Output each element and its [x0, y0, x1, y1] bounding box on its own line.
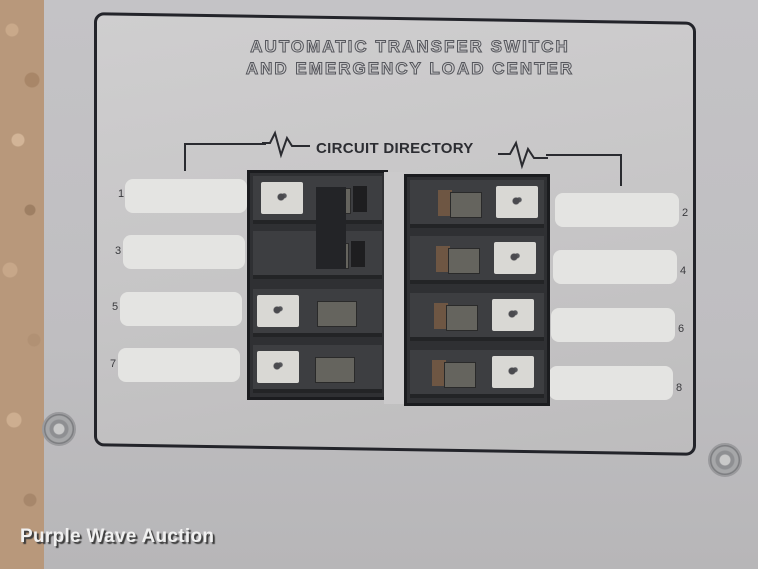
breaker-tag-7 — [257, 351, 299, 383]
circuit-number-2: 2 — [682, 207, 689, 219]
screw-left-icon — [42, 412, 76, 446]
breaker-6 — [410, 293, 544, 341]
resistor-symbol-right-icon — [498, 140, 548, 170]
breaker-tag-6 — [492, 299, 534, 331]
circuit-number-6: 6 — [678, 323, 685, 335]
breaker-bank-left — [247, 170, 388, 400]
circuit-label-4[interactable] — [553, 250, 677, 284]
stucco-wall — [0, 0, 48, 569]
breaker-8 — [410, 350, 544, 398]
breaker-slot-4 — [436, 246, 450, 272]
circuit-label-6[interactable] — [551, 308, 675, 342]
circuit-number-4: 4 — [680, 265, 687, 277]
breaker-slot-8 — [432, 360, 446, 386]
breaker-4 — [410, 236, 544, 284]
directory-bracket-right — [546, 154, 622, 186]
tie-bar — [316, 187, 346, 269]
circuit-label-1[interactable] — [125, 179, 247, 213]
breaker-7 — [253, 345, 382, 393]
breaker-handle-5[interactable] — [317, 301, 357, 327]
circuit-label-8[interactable] — [549, 366, 673, 400]
breaker-tag-8 — [492, 356, 534, 388]
breaker-slot-2 — [438, 190, 452, 216]
screw-right-icon — [708, 443, 742, 477]
breaker-tag-2 — [496, 186, 538, 218]
watermark: Purple Wave Auction — [20, 526, 215, 547]
bank-divider — [384, 172, 406, 404]
breaker-2 — [410, 180, 544, 228]
panel-title: AUTOMATIC TRANSFER SWITCH AND EMERGENCY … — [190, 36, 630, 80]
circuit-number-7: 7 — [110, 358, 117, 370]
breaker-handle-4[interactable] — [448, 248, 480, 274]
breaker-handle-2[interactable] — [450, 192, 482, 218]
circuit-number-5: 5 — [112, 301, 119, 313]
breaker-bank-right — [404, 174, 550, 406]
breaker-slot-6 — [434, 303, 448, 329]
breaker-handle-6[interactable] — [446, 305, 478, 331]
circuit-label-7[interactable] — [118, 348, 240, 382]
circuit-number-1: 1 — [118, 188, 125, 200]
circuit-label-3[interactable] — [123, 235, 245, 269]
breaker-slot-1 — [353, 186, 367, 212]
breaker-tag-4 — [494, 242, 536, 274]
breaker-tag-5 — [257, 295, 299, 327]
circuit-number-3: 3 — [115, 245, 122, 257]
breaker-tag-1 — [261, 182, 303, 214]
breaker-handle-8[interactable] — [444, 362, 476, 388]
circuit-label-2[interactable] — [555, 193, 679, 227]
circuit-label-5[interactable] — [120, 292, 242, 326]
title-line-2: AND EMERGENCY LOAD CENTER — [245, 59, 575, 79]
directory-bracket-left — [184, 143, 266, 171]
circuit-directory-label: CIRCUIT DIRECTORY — [316, 140, 474, 157]
breaker-5 — [253, 289, 382, 337]
title-line-1: AUTOMATIC TRANSFER SWITCH — [250, 37, 570, 57]
breaker-slot-3 — [351, 241, 365, 267]
breaker-handle-7[interactable] — [315, 357, 355, 383]
resistor-symbol-left-icon — [262, 130, 310, 159]
circuit-number-8: 8 — [676, 382, 683, 394]
